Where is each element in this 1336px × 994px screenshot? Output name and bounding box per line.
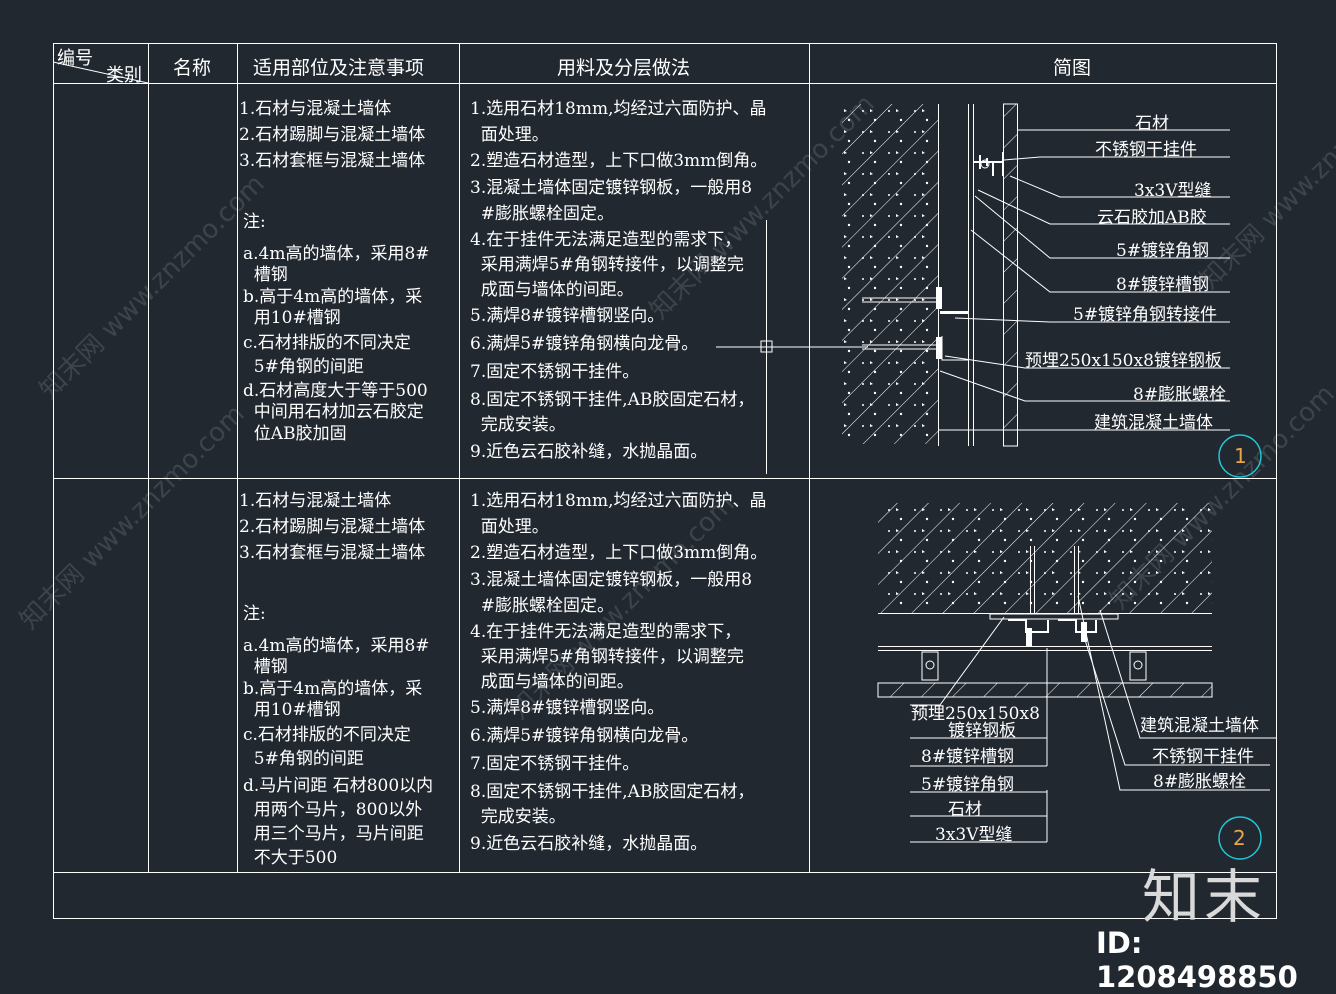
material-line: #膨胀螺栓固定。	[470, 204, 615, 224]
scope-line: 注:	[243, 212, 266, 232]
label-stone: 石材	[1135, 114, 1169, 134]
label-embedded-plate: 预埋250x150x8镀锌钢板	[1025, 351, 1222, 371]
label-v-joint-2: 3x3V型缝	[935, 825, 1013, 845]
label-stainless-hanger-2: 不锈钢干挂件	[1152, 747, 1254, 767]
scope-line: 3.石材套框与混凝土墙体	[239, 543, 426, 563]
label-expansion-bolt-2: 8#膨胀螺栓	[1153, 772, 1247, 792]
material-line: 8.固定不锈钢干挂件,AB胶固定石材，	[470, 390, 755, 410]
scope-line: 不大于500	[243, 848, 338, 868]
label-stainless-hanger: 不锈钢干挂件	[1095, 140, 1197, 160]
scope-line: d.石材高度大于等于500	[243, 381, 428, 401]
material-line: 成面与墙体的间距。	[470, 672, 634, 692]
material-line: 8.固定不锈钢干挂件,AB胶固定石材，	[470, 782, 755, 802]
material-line: 6.满焊5#镀锌角钢横向龙骨。	[470, 726, 699, 746]
material-line: #膨胀螺栓固定。	[470, 596, 615, 616]
scope-line: 5#角钢的间距	[243, 749, 364, 769]
material-line: 7.固定不锈钢干挂件。	[470, 362, 640, 382]
scope-line: 用两个马片，800以外	[243, 800, 423, 820]
detail-badge-2: 2	[1233, 826, 1246, 850]
label-adapter: 5#镀锌角钢转接件	[1073, 305, 1218, 325]
scope-line: 2.石材踢脚与混凝土墙体	[239, 517, 426, 537]
material-line: 3.混凝土墙体固定镀锌钢板，一般用8	[470, 178, 753, 198]
scope-line: c.石材排版的不同决定	[243, 333, 411, 353]
label-concrete-wall-2: 建筑混凝土墙体	[1140, 716, 1259, 736]
label-v-joint: 3x3V型缝	[1134, 181, 1212, 201]
label-channel-steel-2: 8#镀锌槽钢	[921, 747, 1015, 767]
label-angle-steel: 5#镀锌角钢	[1116, 241, 1210, 261]
detail-badge-1: 1	[1234, 444, 1247, 468]
scope-line: a.4m高的墙体，采用8#	[243, 244, 430, 264]
label-concrete-wall: 建筑混凝土墙体	[1094, 413, 1213, 433]
scope-line: 1.石材与混凝土墙体	[239, 491, 392, 511]
scope-line: 用三个马片，马片间距	[243, 824, 424, 844]
material-line: 4.在于挂件无法满足造型的需求下，	[470, 230, 742, 250]
scope-line: 3.石材套框与混凝土墙体	[239, 151, 426, 171]
label-stone-2: 石材	[948, 800, 982, 820]
material-line: 成面与墙体的间距。	[470, 280, 634, 300]
header-code: 编号	[57, 48, 93, 69]
scope-line: c.石材排版的不同决定	[243, 725, 411, 745]
label-channel-steel: 8#镀锌槽钢	[1116, 275, 1210, 295]
scope-line: 1.石材与混凝土墙体	[239, 99, 392, 119]
header-name: 名称	[173, 57, 212, 79]
scope-line: 位AB胶加固	[243, 424, 347, 444]
scope-line: 槽钢	[243, 657, 288, 677]
material-line: 5.满焊8#镀锌槽钢竖向。	[470, 698, 665, 718]
scope-line: 5#角钢的间距	[243, 357, 364, 377]
scope-line: 槽钢	[243, 265, 288, 285]
scope-line: b.高于4m高的墙体，采	[243, 679, 423, 699]
label-angle-steel-2: 5#镀锌角钢	[921, 775, 1015, 795]
watermark-logo: 知末	[1142, 863, 1267, 931]
label-embedded-plate-a: 预埋250x150x8	[911, 704, 1040, 724]
material-line: 1.选用石材18mm,均经过六面防护、晶	[470, 491, 767, 511]
scope-line: 注:	[243, 604, 266, 624]
material-line: 2.塑造石材造型，上下口做3mm倒角。	[470, 543, 768, 563]
material-line: 采用满焊5#角钢转接件，以调整完	[470, 255, 744, 275]
header-scope: 适用部位及注意事项	[253, 57, 425, 79]
scope-line: a.4m高的墙体，采用8#	[243, 636, 430, 656]
scope-line: 用10#槽钢	[243, 308, 341, 328]
material-line: 6.满焊5#镀锌角钢横向龙骨。	[470, 334, 699, 354]
scope-line: 用10#槽钢	[243, 700, 341, 720]
material-line: 3.混凝土墙体固定镀锌钢板，一般用8	[470, 570, 753, 590]
header-materials: 用料及分层做法	[557, 57, 691, 79]
material-line: 9.近色云石胶补缝，水抛晶面。	[470, 834, 708, 854]
header-sketch: 简图	[1053, 57, 1092, 79]
label-expansion-bolt: 8#膨胀螺栓	[1133, 385, 1227, 405]
material-line: 完成安装。	[470, 807, 566, 827]
scope-line: 2.石材踢脚与混凝土墙体	[239, 125, 426, 145]
material-line: 2.塑造石材造型，上下口做3mm倒角。	[470, 151, 768, 171]
scope-line: 中间用石材加云石胶定	[243, 402, 424, 422]
material-line: 面处理。	[470, 125, 549, 145]
material-line: 1.选用石材18mm,均经过六面防护、晶	[470, 99, 767, 119]
material-line: 面处理。	[470, 517, 549, 537]
material-line: 7.固定不锈钢干挂件。	[470, 754, 640, 774]
label-marble-glue: 云石胶加AB胶	[1097, 208, 1207, 228]
header-category: 类别	[106, 65, 142, 86]
material-line: 采用满焊5#角钢转接件，以调整完	[470, 647, 744, 667]
label-embedded-plate-b: 镀锌钢板	[948, 721, 1016, 741]
material-line: 9.近色云石胶补缝，水抛晶面。	[470, 442, 708, 462]
material-line: 4.在于挂件无法满足造型的需求下，	[470, 622, 742, 642]
material-line: 完成安装。	[470, 415, 566, 435]
scope-line: b.高于4m高的墙体，采	[243, 287, 423, 307]
material-line: 5.满焊8#镀锌槽钢竖向。	[470, 306, 665, 326]
scope-line: d.马片间距 石材800以内	[243, 776, 434, 796]
